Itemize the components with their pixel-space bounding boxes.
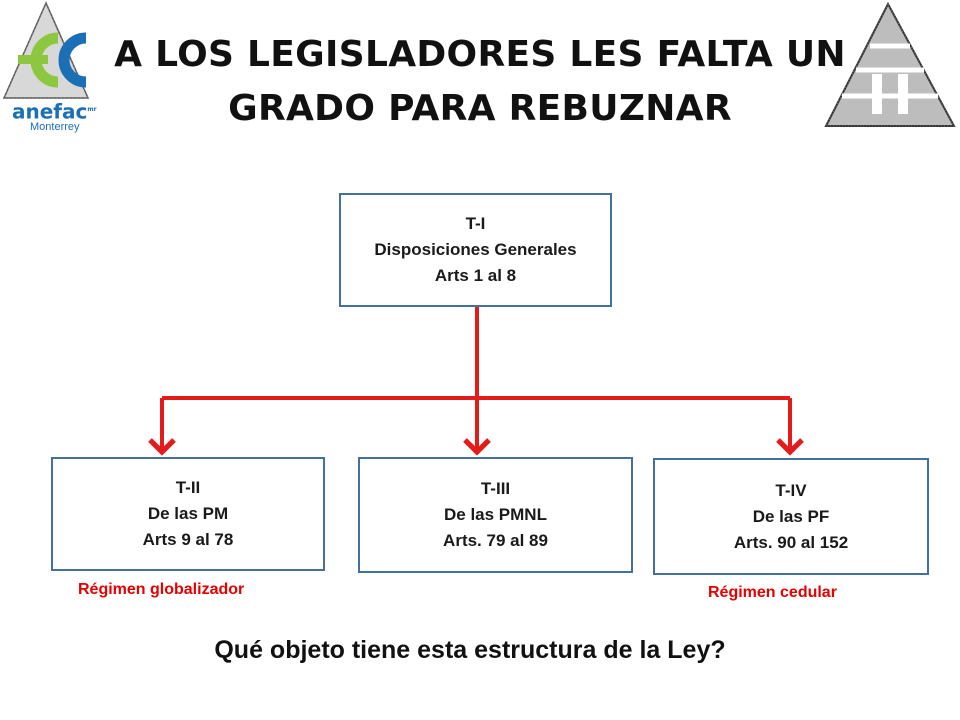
box-t2: T-II De las PM Arts 9 al 78 bbox=[51, 457, 325, 571]
regime-label-right: Régimen cedular bbox=[708, 584, 837, 601]
box-t2-arts: Arts 9 al 78 bbox=[142, 530, 234, 549]
box-t1-name: Disposiciones Generales bbox=[374, 240, 577, 259]
box-t4: T-IV De las PF Arts. 90 al 152 bbox=[653, 458, 929, 575]
regime-label-left: Régimen globalizador bbox=[78, 581, 245, 598]
pyramid-logo bbox=[820, 0, 960, 130]
box-t3: T-III De las PMNL Arts. 79 al 89 bbox=[358, 457, 633, 573]
box-t3-code: T-III bbox=[480, 479, 511, 498]
anefac-logo: anefacmr Monterrey bbox=[0, 0, 115, 140]
question-text: Qué objeto tiene esta estructura de la L… bbox=[214, 636, 726, 664]
title-line-1: A LOS LEGISLADORES LES FALTA UN bbox=[114, 34, 846, 75]
box-t2-name: De las PM bbox=[147, 504, 229, 523]
page-title: A LOS LEGISLADORES LES FALTA UN GRADO PA… bbox=[110, 28, 850, 136]
box-t4-code: T-IV bbox=[775, 480, 807, 500]
title-line-2: GRADO PARA REBUZNAR bbox=[228, 88, 732, 129]
box-t1: T-I Disposiciones Generales Arts 1 al 8 bbox=[339, 193, 612, 307]
box-t2-code: T-II bbox=[175, 478, 201, 497]
box-t4-arts: Arts. 90 al 152 bbox=[733, 532, 849, 552]
box-t3-name: De las PMNL bbox=[444, 505, 547, 524]
pyramid-icon bbox=[824, 1, 956, 127]
anefac-emblem-icon bbox=[2, 1, 90, 99]
anefac-sub-text: Monterrey bbox=[30, 121, 80, 133]
box-t4-name: De las PF bbox=[752, 506, 830, 526]
anefac-brand-text: anefacmr bbox=[12, 99, 97, 124]
box-t3-arts: Arts. 79 al 89 bbox=[443, 531, 548, 550]
box-t1-arts: Arts 1 al 8 bbox=[434, 266, 517, 285]
box-t1-code: T-I bbox=[465, 214, 486, 233]
